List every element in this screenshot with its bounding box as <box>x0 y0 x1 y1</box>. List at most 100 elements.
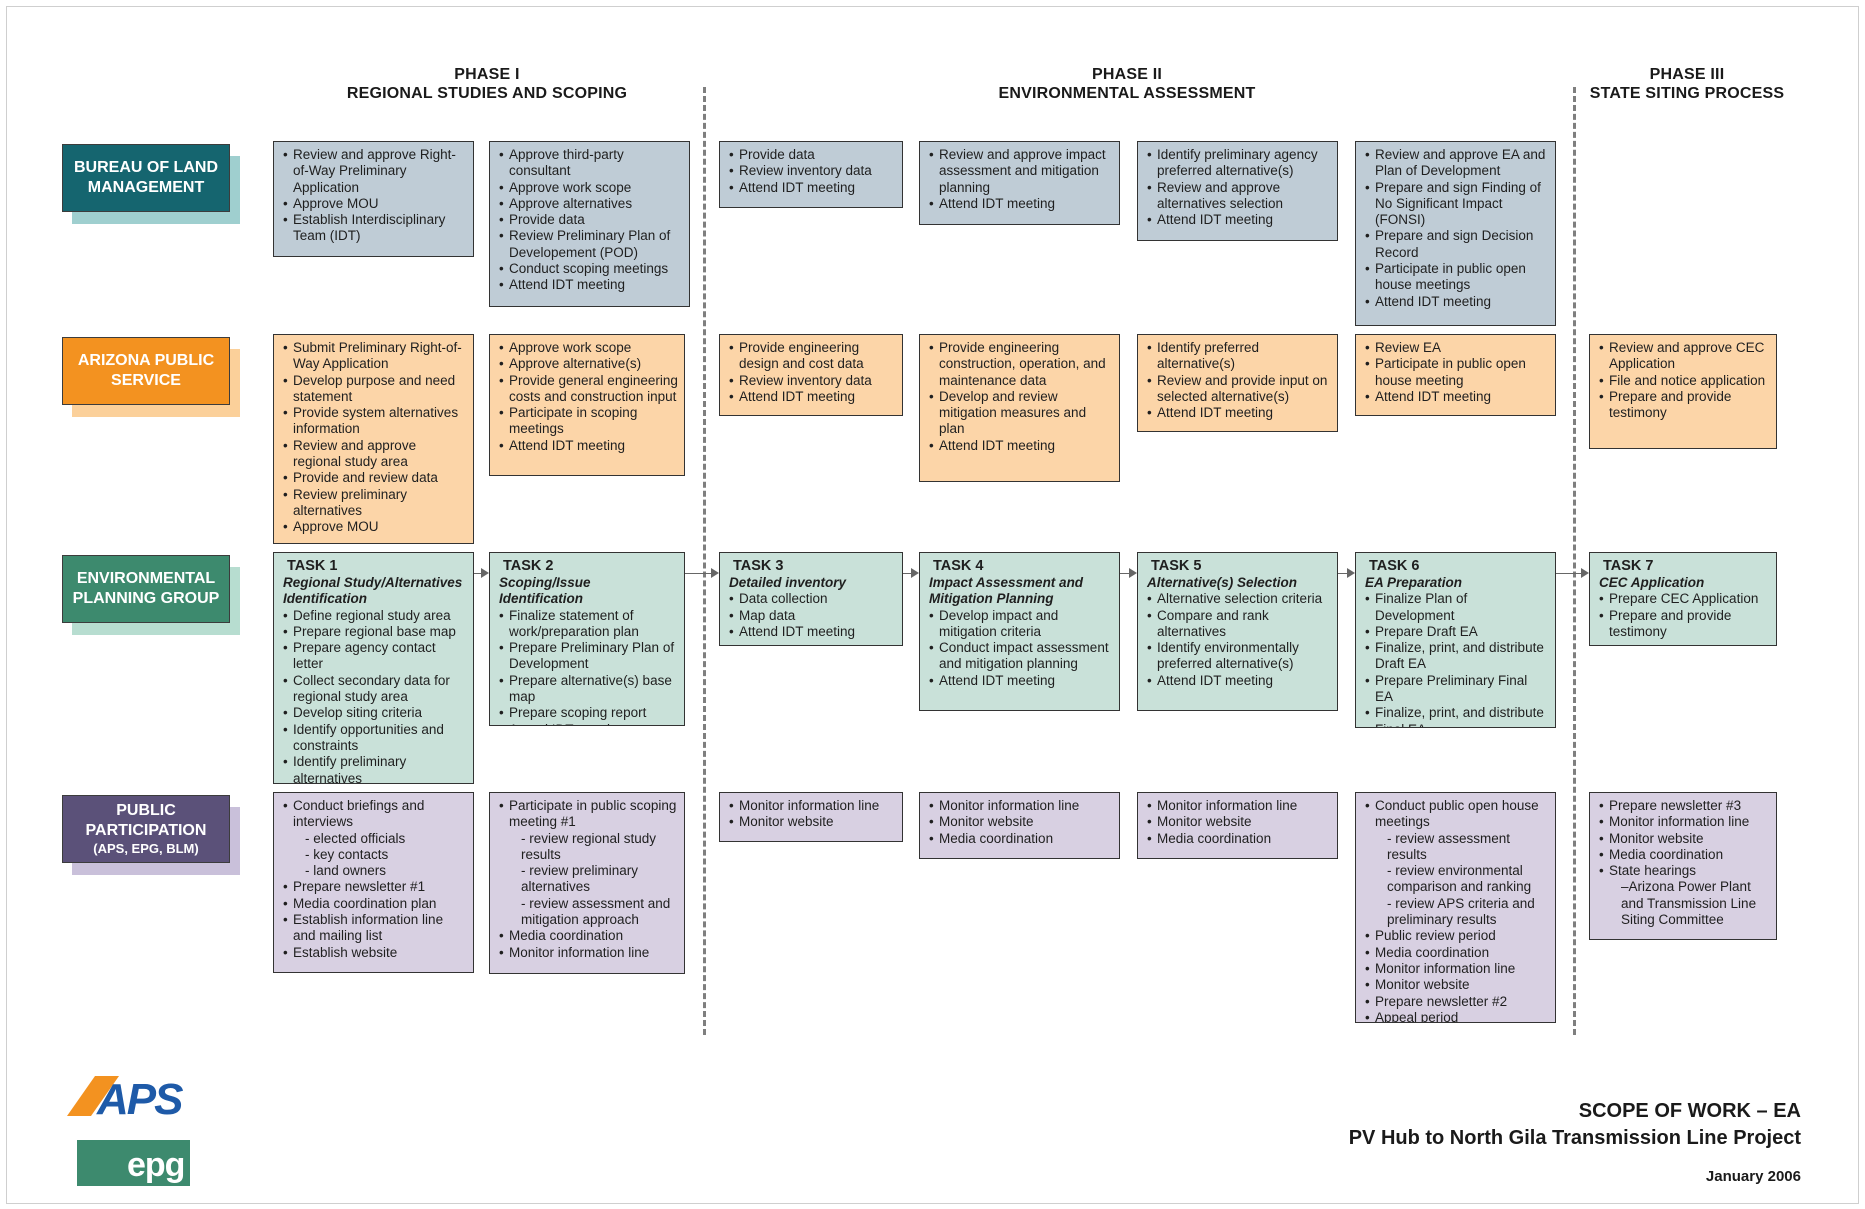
document-date: January 2006 <box>1705 1168 1801 1185</box>
aps-box-1-item: Submit Preliminary Right-of-Way Applicat… <box>283 340 467 373</box>
pp-box-6-subitem: - review assessment results <box>1387 830 1511 862</box>
pp-box-7-subitem: –Arizona Power Plant and Transmission Li… <box>1621 879 1757 928</box>
pp-box-7-item: Media coordination <box>1599 847 1770 864</box>
flow-arrow-4-5 <box>1120 568 1137 578</box>
flow-arrow-1-2 <box>474 568 489 578</box>
blm-box-3: Provide dataReview inventory dataAttend … <box>719 141 903 208</box>
task-2-box: TASK 2 Scoping/Issue Identification Fina… <box>489 552 685 726</box>
pp-box-2: Participate in public scoping meeting #1… <box>489 792 685 974</box>
aps-box-7: Review and approve CEC ApplicationFile a… <box>1589 334 1777 449</box>
task-6-name: EA Preparation <box>1365 575 1463 590</box>
task-6-box-item: Prepare Draft EA <box>1365 624 1549 641</box>
aps-box-3-item: Provide engineering design and cost data <box>729 340 896 373</box>
pp-box-7-item: Monitor information line <box>1599 814 1770 831</box>
agency-epg-label: ENVIRONMENTAL PLANNING GROUP <box>62 555 230 623</box>
blm-box-4-item: Review and approve impact assessment and… <box>929 147 1113 196</box>
aps-box-6-item: Attend IDT meeting <box>1365 389 1549 406</box>
task-2-number: TASK 2 <box>503 558 554 574</box>
pp-box-1-item: Prepare newsletter #1 <box>283 879 467 896</box>
blm-box-6-item: Attend IDT meeting <box>1365 294 1549 311</box>
aps-box-5: Identify preferred alternative(s)Review … <box>1137 334 1338 432</box>
phase-1-subtitle: REGIONAL STUDIES AND SCOPING <box>346 85 628 102</box>
aps-box-3: Provide engineering design and cost data… <box>719 334 903 416</box>
task-5-box-item: Compare and rank alternatives <box>1147 608 1331 641</box>
aps-box-1-item: Develop purpose and need statement <box>283 373 467 406</box>
blm-box-1-item: Approve MOU <box>283 196 467 213</box>
aps-box-4-item: Attend IDT meeting <box>929 438 1113 455</box>
blm-box-2-item: Provide data <box>499 212 683 229</box>
blm-box-5-item: Review and approve alternatives selectio… <box>1147 180 1331 213</box>
blm-box-6-item: Prepare and sign Decision Record <box>1365 228 1549 261</box>
blm-box-1: Review and approve Right-of-Way Prelimin… <box>273 141 474 257</box>
flow-arrow-3-4 <box>903 568 919 578</box>
agency-pp-line3: (APS, EPG, BLM) <box>93 841 199 856</box>
pp-box-2-subitem: - review preliminary alternatives <box>521 863 639 895</box>
aps-logo-text: APS <box>96 1075 183 1120</box>
agency-aps-label: ARIZONA PUBLIC SERVICE <box>62 337 230 405</box>
blm-box-4: Review and approve impact assessment and… <box>919 141 1120 225</box>
phase-3-header: PHASE III STATE SITING PROCESS <box>1587 65 1787 103</box>
aps-box-1-item: Review preliminary alternatives <box>283 487 467 520</box>
pp-box-6-item: Media coordination <box>1365 945 1549 962</box>
task-6-box-item: Finalize, print, and distribute Final EA <box>1365 705 1549 727</box>
blm-box-2-item: Attend IDT meeting <box>499 277 683 294</box>
flow-arrow-6-7 <box>1556 568 1589 578</box>
task-2-box-item: Prepare scoping report <box>499 705 678 722</box>
task-1-box-item: Develop siting criteria <box>283 705 467 722</box>
task-2-name: Scoping/Issue Identification <box>499 575 591 607</box>
task-1-box-item: Prepare agency contact letter <box>283 640 467 673</box>
task-3-box-item: Data collection <box>729 591 896 608</box>
pp-box-7-item: State hearings <box>1599 863 1770 880</box>
blm-box-4-item: Attend IDT meeting <box>929 196 1113 213</box>
pp-box-5: Monitor information lineMonitor websiteM… <box>1137 792 1338 859</box>
phase-3-label: PHASE III <box>1649 66 1725 83</box>
pp-box-2-subitem: - review assessment and mitigation appro… <box>521 895 671 928</box>
aps-box-4-item: Provide engineering construction, operat… <box>929 340 1113 389</box>
task-2-box-item: Prepare alternative(s) base map <box>499 673 678 706</box>
task-3-number: TASK 3 <box>733 558 784 574</box>
aps-box-5-item: Review and provide input on selected alt… <box>1147 373 1331 406</box>
task-4-box-item: Develop impact and mitigation criteria <box>929 608 1113 641</box>
flow-arrow-2-3 <box>685 568 719 578</box>
pp-box-3-item: Monitor information line <box>729 798 896 815</box>
aps-box-2: Approve work scopeApprove alternative(s)… <box>489 334 685 476</box>
task-3-box-item: Attend IDT meeting <box>729 624 896 641</box>
aps-box-4: Provide engineering construction, operat… <box>919 334 1120 482</box>
blm-box-5-item: Identify preliminary agency preferred al… <box>1147 147 1331 180</box>
task-4-name: Impact Assessment and Mitigation Plannin… <box>929 575 1084 607</box>
phase-divider-2 <box>1573 87 1576 1035</box>
task-6-box: TASK 6 EA Preparation Finalize Plan of D… <box>1355 552 1556 728</box>
task-2-box-item: Prepare Preliminary Plan of Development <box>499 640 678 673</box>
pp-box-7-item: Monitor website <box>1599 831 1770 848</box>
task-3-name: Detailed inventory <box>729 575 847 590</box>
task-5-box-item: Identify environmentally preferred alter… <box>1147 640 1331 673</box>
pp-box-1-subitem: - land owners <box>305 863 387 879</box>
aps-box-5-item: Identify preferred alternative(s) <box>1147 340 1331 373</box>
task-3-box-item: Map data <box>729 608 896 625</box>
blm-box-2-item: Approve alternatives <box>499 196 683 213</box>
epg-logo: epg <box>77 1140 190 1186</box>
pp-box-5-item: Monitor website <box>1147 814 1331 831</box>
aps-box-2-item: Attend IDT meeting <box>499 438 678 455</box>
aps-box-7-item: Prepare and provide testimony <box>1599 389 1770 422</box>
agency-pp-line2: PARTICIPATION <box>85 822 207 839</box>
pp-box-1: Conduct briefings and interviews - elect… <box>273 792 474 973</box>
agency-pp-line1: PUBLIC <box>116 802 176 819</box>
agency-aps-line2: SERVICE <box>111 372 181 389</box>
aps-box-6-item: Participate in public open house meeting <box>1365 356 1549 389</box>
project-title: PV Hub to North Gila Transmission Line P… <box>1348 1127 1801 1149</box>
pp-box-1-item: Conduct briefings and interviews <box>283 798 467 831</box>
blm-box-3-item: Provide data <box>729 147 896 164</box>
flow-arrow-5-6 <box>1338 568 1355 578</box>
epg-logo-text: epg <box>127 1146 184 1184</box>
aps-box-6: Review EAParticipate in public open hous… <box>1355 334 1556 416</box>
agency-pp-label: PUBLIC PARTICIPATION (APS, EPG, BLM) <box>62 795 230 863</box>
task-5-name: Alternative(s) Selection <box>1147 575 1298 590</box>
pp-box-3: Monitor information lineMonitor website <box>719 792 903 842</box>
pp-box-5-item: Media coordination <box>1147 831 1331 848</box>
aps-box-2-item: Approve work scope <box>499 340 678 357</box>
task-7-name: CEC Application <box>1599 575 1705 590</box>
diagram-sheet: PHASE I REGIONAL STUDIES AND SCOPING PHA… <box>6 6 1859 1204</box>
task-1-box-item: Define regional study area <box>283 608 467 625</box>
task-1-box: TASK 1 Regional Study/Alternatives Ident… <box>273 552 474 784</box>
